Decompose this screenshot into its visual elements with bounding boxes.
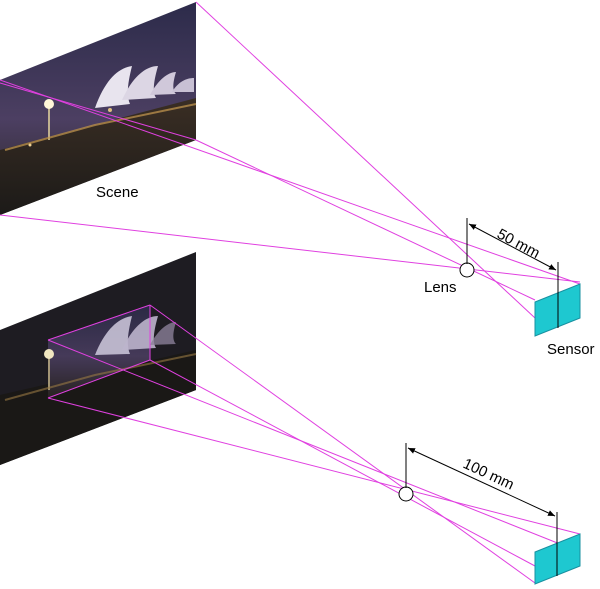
bottom-rays: [47, 304, 581, 584]
top-scene-photo: [0, 2, 197, 215]
bottom-lens-icon: [398, 486, 414, 502]
scene-label: Scene: [96, 184, 139, 201]
top-sensor: [534, 262, 581, 337]
lens-label: Lens: [424, 279, 457, 296]
top-focal-arrow: [468, 223, 557, 271]
bottom-focal-arrow: [407, 447, 556, 517]
bottom-scene-photo: [0, 252, 197, 465]
focal-length-bottom-label: 100 mm: [460, 455, 516, 493]
bottom-sensor: [534, 512, 581, 585]
sensor-label: Sensor: [547, 341, 595, 358]
top-lens-icon: [459, 262, 475, 278]
